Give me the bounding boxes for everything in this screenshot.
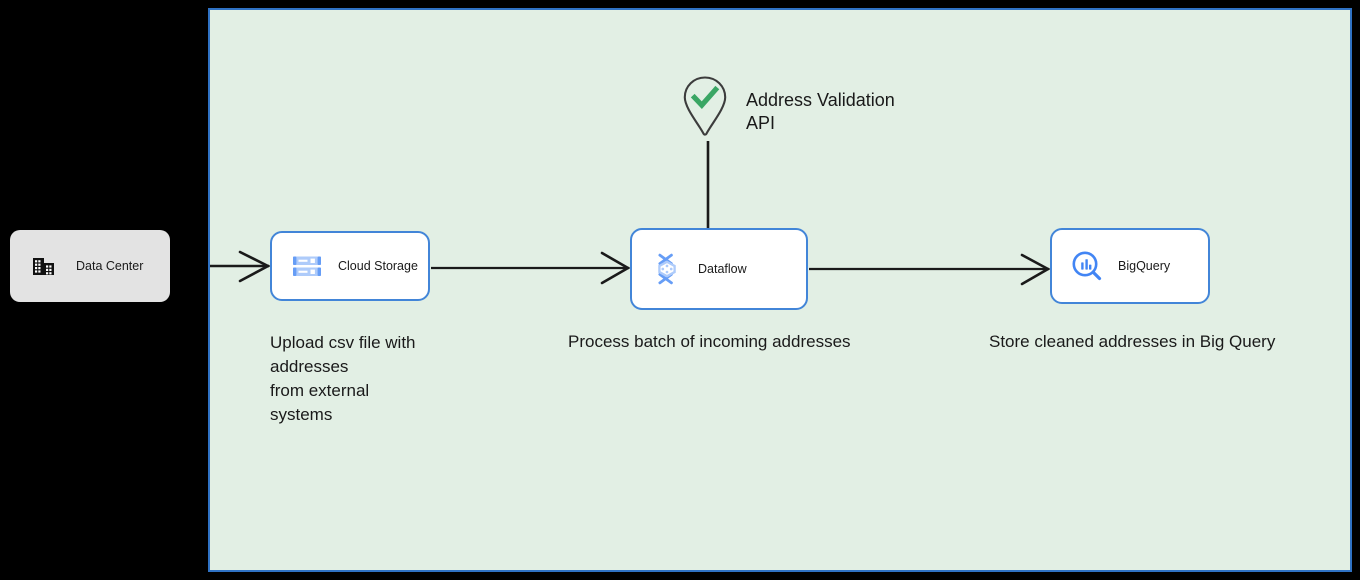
caption-process: Process batch of incoming addresses (568, 332, 851, 351)
caption-upload: Upload csv file with addresses from exte… (270, 333, 416, 424)
caption-store: Store cleaned addresses in Big Query (989, 332, 1276, 351)
node-dataflow-label: Dataflow (698, 261, 747, 276)
node-cloud-storage[interactable]: Cloud Storage (270, 231, 430, 301)
cloud-storage-icon (293, 256, 321, 276)
node-cloud-storage-label: Cloud Storage (338, 258, 418, 273)
node-address-validation-api[interactable]: Address Validation API (682, 75, 895, 137)
bigquery-icon (1072, 251, 1102, 281)
node-data-center[interactable]: Data Center (10, 230, 170, 302)
node-address-validation-api-label: Address Validation API (746, 90, 895, 133)
node-dataflow[interactable]: Dataflow (630, 228, 808, 310)
node-bigquery-label: BigQuery (1118, 258, 1171, 273)
node-bigquery[interactable]: BigQuery (1050, 228, 1210, 304)
map-pin-check-icon (683, 76, 727, 136)
node-data-center-label: Data Center (76, 258, 144, 273)
data-center-building-icon (33, 258, 54, 275)
dataflow-icon (658, 253, 676, 285)
